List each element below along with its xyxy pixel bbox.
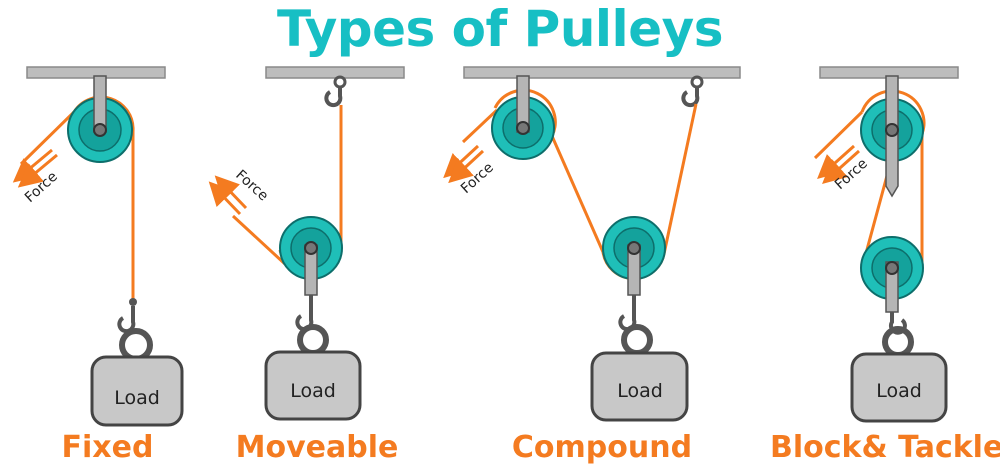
caption-compound: Compound bbox=[511, 430, 693, 465]
load-block bbox=[590, 351, 689, 422]
load-hook bbox=[618, 295, 637, 332]
ceiling-bar bbox=[265, 66, 405, 79]
pulley-axle bbox=[93, 123, 107, 137]
load-hook bbox=[117, 306, 136, 334]
load-block bbox=[90, 355, 184, 427]
load-ring bbox=[119, 328, 153, 362]
force-label: Force bbox=[22, 169, 61, 206]
block-tackle-pulley-group: Force Load bbox=[813, 66, 959, 423]
load-hook bbox=[888, 312, 907, 335]
load-label: Load bbox=[617, 380, 663, 402]
moveable-pulley-group: Force Load bbox=[208, 66, 405, 421]
force-arrow bbox=[448, 149, 485, 184]
ceiling-hook-ring bbox=[690, 75, 704, 89]
force-label: Force bbox=[458, 160, 497, 197]
diagram-title: Types of Pulleys bbox=[277, 0, 723, 58]
load-block bbox=[264, 350, 362, 421]
load-label: Load bbox=[114, 387, 160, 409]
caption-block-tackle: Block& Tackle bbox=[770, 430, 1000, 465]
ceiling-bar bbox=[463, 66, 741, 79]
rope bbox=[461, 108, 499, 144]
load-hook bbox=[295, 295, 314, 332]
rope bbox=[662, 103, 698, 255]
rope bbox=[493, 88, 557, 137]
load-label: Load bbox=[290, 380, 336, 402]
pulley-axle bbox=[885, 123, 899, 137]
rope bbox=[860, 89, 926, 135]
ceiling-hook bbox=[324, 86, 343, 108]
ceiling-hook-ring bbox=[333, 75, 347, 89]
load-ring bbox=[621, 324, 653, 356]
rope bbox=[550, 135, 605, 253]
pulley-axle bbox=[516, 121, 530, 135]
fixed-pulley-group: Force Load bbox=[12, 66, 184, 427]
load-block bbox=[850, 352, 948, 423]
load-label: Load bbox=[876, 380, 922, 402]
ceiling-hook bbox=[681, 86, 700, 108]
rope bbox=[813, 110, 864, 160]
pulley-axle bbox=[304, 241, 318, 255]
force-arrow bbox=[822, 149, 860, 184]
pulley-axle bbox=[885, 261, 899, 275]
caption-fixed: Fixed bbox=[61, 430, 154, 465]
force-arrow bbox=[208, 181, 242, 216]
compound-pulley-group: Force Load bbox=[443, 66, 741, 422]
load-ring bbox=[297, 324, 329, 356]
force-arrow bbox=[17, 153, 58, 188]
caption-moveable: Moveable bbox=[235, 430, 399, 465]
pulley-axle bbox=[627, 241, 641, 255]
rope bbox=[19, 110, 76, 166]
rope bbox=[231, 214, 287, 266]
